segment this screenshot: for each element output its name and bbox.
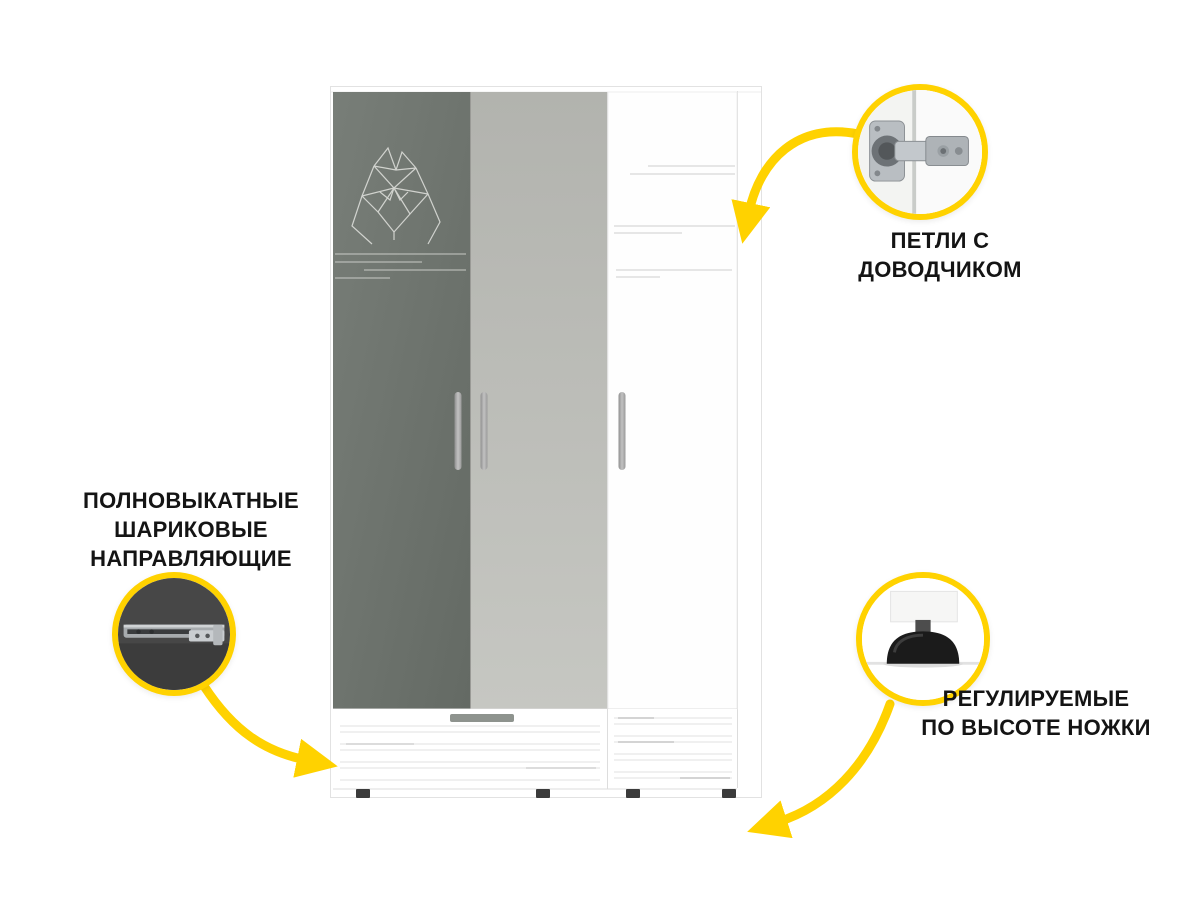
feet-label-line1: РЕГУЛИРУЕМЫЕ: [942, 686, 1130, 711]
right-door: [607, 91, 738, 710]
slides-callout-label: ПОЛНОВЫКАТНЫЕ ШАРИКОВЫЕ НАПРАВЛЯЮЩИЕ: [66, 486, 316, 573]
mirror-door: [470, 92, 608, 709]
slides-callout-circle: [112, 572, 236, 696]
drawers: [333, 708, 737, 790]
hinge-arrow: [731, 127, 863, 244]
hinge-callout-circle: [852, 84, 988, 220]
right-drawer-accents: [618, 717, 730, 779]
right-door-lines: [614, 165, 735, 278]
hinge-label-line2: ДОВОДЧИКОМ: [858, 257, 1022, 283]
slides-label-line3: НАПРАВЛЯЮЩИЕ: [90, 546, 292, 572]
left-drawer-accents: [346, 743, 596, 769]
foot-photo: [862, 578, 984, 700]
hinge-label-line1: ПЕТЛИ С: [890, 228, 990, 253]
door-handles: [454, 392, 626, 470]
slides-label-line2: ШАРИКОВЫЕ: [114, 517, 268, 543]
feet-arrow: [747, 699, 895, 839]
slides-label-line1: ПОЛНОВЫКАТНЫЕ: [83, 488, 299, 513]
feet-callout-label: РЕГУЛИРУЕМЫЕ ПО ВЫСОТЕ НОЖКИ: [904, 684, 1168, 742]
left-drawer-lines: [340, 725, 600, 781]
left-door: [333, 92, 470, 709]
feet-callout-circle: [856, 572, 990, 706]
cabinet-feet: [356, 789, 736, 798]
hinge-photo: [858, 90, 982, 214]
feet-label-line2: ПО ВЫСОТЕ НОЖКИ: [921, 715, 1151, 741]
drawer-handle: [450, 714, 514, 722]
wardrobe-illustration: [330, 86, 762, 798]
slides-arrow: [199, 681, 338, 778]
left-door-lines: [335, 253, 466, 279]
wolf-art: [351, 146, 441, 245]
hinge-callout-label: ПЕТЛИ С ДОВОДЧИКОМ: [808, 226, 1072, 284]
slide-photo: [118, 578, 230, 690]
